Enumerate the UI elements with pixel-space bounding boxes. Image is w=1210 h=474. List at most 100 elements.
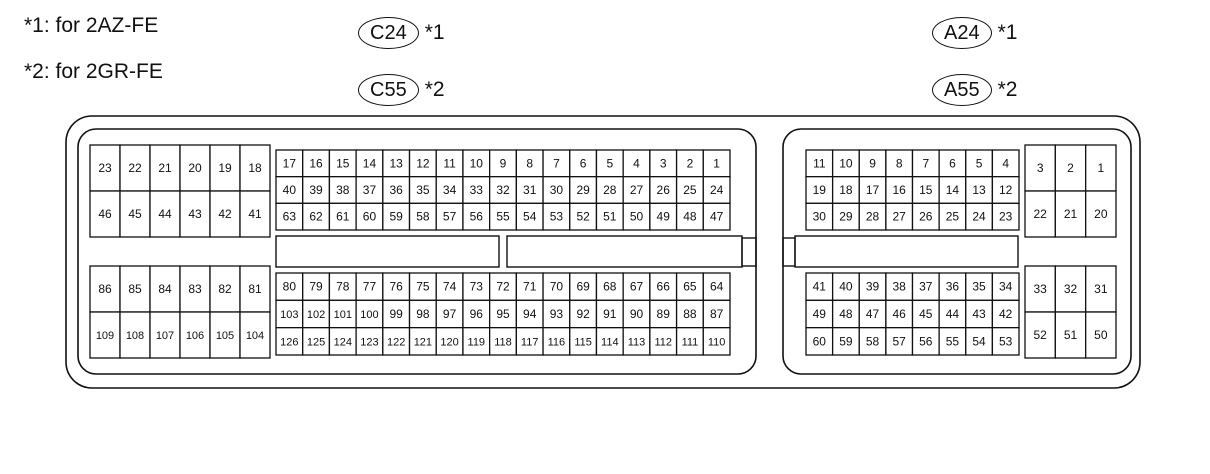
pin-cell (622, 327, 651, 356)
footnote-1: *1: for 2AZ-FE (24, 14, 159, 37)
pin-number: 69 (576, 280, 590, 294)
pin-number: 79 (309, 280, 323, 294)
pin-cell (1085, 265, 1117, 313)
pin-number: 8 (896, 156, 903, 170)
pin-number: 99 (390, 307, 404, 321)
connector-code-oval: C24 (358, 17, 419, 49)
pin-number: 3 (660, 156, 667, 170)
pin-number: 58 (416, 210, 430, 224)
pin-number: 97 (443, 307, 457, 321)
pin-cell (149, 265, 181, 313)
pin-number: 124 (334, 336, 352, 348)
pin-cell (991, 327, 1020, 356)
pin-cell (239, 144, 271, 192)
pin-number: 2 (687, 156, 694, 170)
pin-number: 10 (470, 156, 484, 170)
pin-number: 24 (972, 210, 986, 224)
pin-cell (885, 299, 914, 329)
pin-cell (542, 327, 571, 356)
pin-number: 30 (813, 210, 827, 224)
pin-number: 20 (1094, 207, 1108, 221)
pin-number: 45 (919, 307, 933, 321)
pin-number: 40 (283, 183, 297, 197)
pin-number: 108 (126, 330, 144, 342)
pin-number: 90 (630, 307, 644, 321)
pin-number: 43 (188, 207, 202, 221)
pin-number: 15 (919, 183, 933, 197)
pin-number: 25 (683, 183, 697, 197)
pin-number: 4 (1002, 156, 1009, 170)
pin-number: 59 (839, 334, 853, 348)
pin-cell (1085, 190, 1117, 238)
pin-number: 122 (387, 336, 405, 348)
pin-number: 9 (500, 156, 507, 170)
pin-number: 20 (188, 161, 202, 175)
pin-number: 54 (972, 334, 986, 348)
pin-number: 96 (470, 307, 484, 321)
pin-number: 12 (416, 156, 430, 170)
pin-number: 114 (601, 336, 619, 348)
pin-number: 66 (657, 280, 671, 294)
pin-number: 32 (496, 183, 510, 197)
pin-cell (515, 272, 544, 301)
pin-number: 53 (999, 334, 1013, 348)
pin-number: 37 (363, 183, 377, 197)
pin-number: 54 (523, 210, 537, 224)
pin-cell (209, 311, 241, 359)
pin-number: 55 (946, 334, 960, 348)
pin-number: 36 (946, 280, 960, 294)
pin-number: 59 (390, 210, 404, 224)
pin-cell (965, 176, 994, 204)
pin-number: 44 (158, 207, 172, 221)
pin-cell (209, 190, 241, 238)
pin-cell (382, 202, 411, 231)
pin-number: 82 (218, 282, 232, 296)
pin-number: 88 (683, 307, 697, 321)
pin-number: 89 (657, 307, 671, 321)
pin-number: 39 (866, 280, 880, 294)
pin-cell (1085, 311, 1117, 359)
pin-cell (119, 144, 151, 192)
pin-cell (239, 265, 271, 313)
pin-number: 63 (283, 210, 297, 224)
pin-cell (275, 299, 304, 329)
pin-cell (355, 272, 384, 301)
pin-cell (515, 299, 544, 329)
pin-number: 29 (839, 210, 853, 224)
pin-number: 119 (468, 336, 486, 348)
pin-number: 78 (336, 280, 350, 294)
pin-cell (119, 265, 151, 313)
pin-number: 105 (216, 330, 234, 342)
connector-code-c55: C55 *2 (358, 74, 445, 106)
pin-cell (328, 327, 357, 356)
keyway-notch-c (741, 237, 757, 267)
pin-cell (885, 272, 914, 301)
pin-cell (1024, 144, 1056, 192)
pin-cell (239, 311, 271, 359)
pin-number: 26 (657, 183, 671, 197)
pin-cell (382, 299, 411, 329)
pin-cell (1054, 265, 1087, 313)
pin-number: 19 (813, 183, 827, 197)
pin-number: 94 (523, 307, 537, 321)
pin-number: 80 (283, 280, 297, 294)
pin-cell (1024, 265, 1056, 313)
pin-number: 36 (390, 183, 404, 197)
pin-cell (805, 327, 834, 356)
pin-cell (209, 265, 241, 313)
pin-number: 19 (218, 161, 232, 175)
pin-number: 73 (470, 280, 484, 294)
pin-number: 9 (869, 156, 876, 170)
pin-cell (622, 202, 651, 231)
pin-number: 107 (156, 330, 174, 342)
pin-cell (622, 176, 651, 204)
pin-cell (179, 190, 211, 238)
pin-number: 31 (523, 183, 537, 197)
pin-number: 47 (710, 210, 724, 224)
keyway-notch-a (782, 237, 796, 267)
pin-number: 109 (96, 330, 114, 342)
